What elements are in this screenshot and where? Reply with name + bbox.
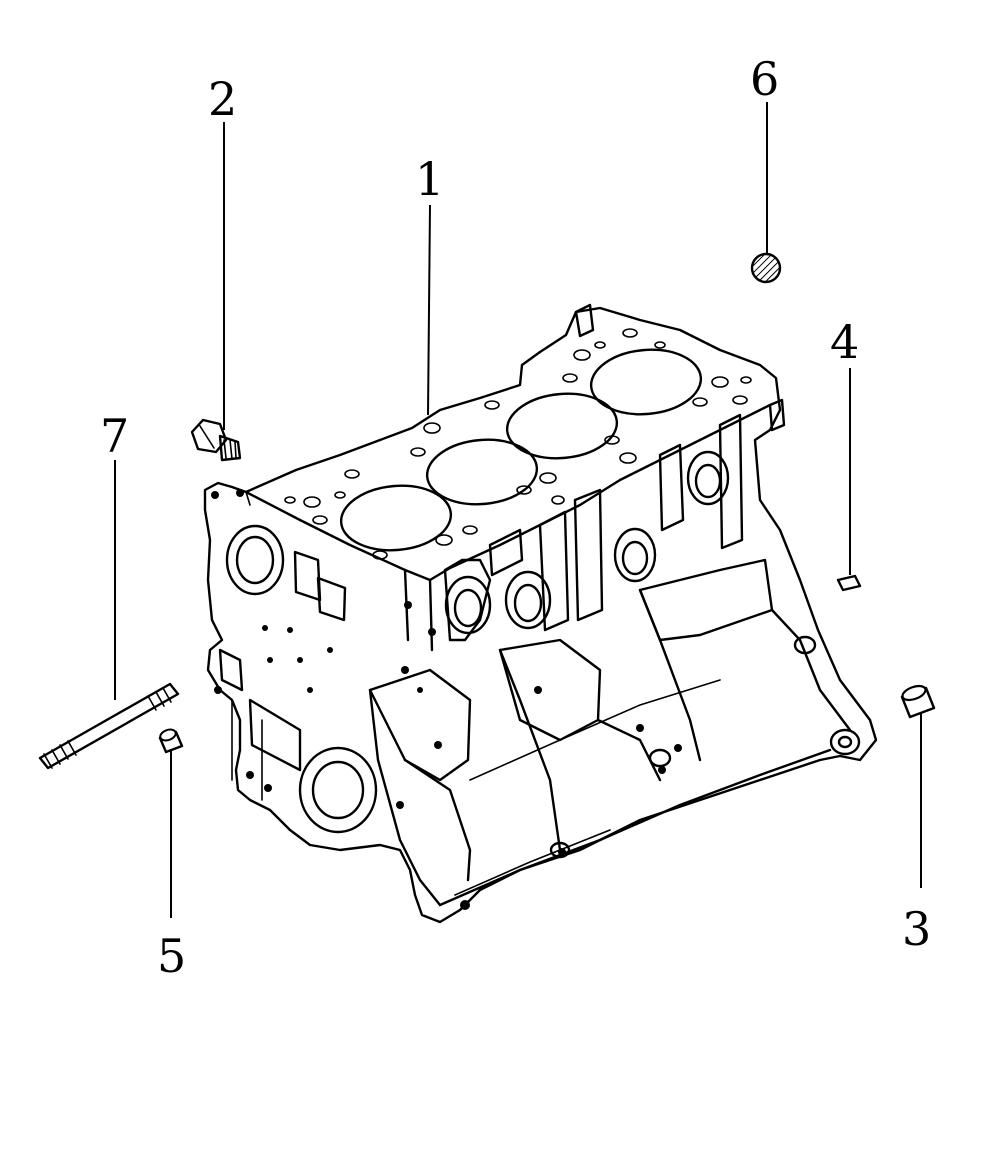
- callout-number-5: 5: [157, 929, 186, 983]
- part-2-bolt: [190, 418, 242, 462]
- part-5-pin: [158, 728, 184, 754]
- leader-lines: [114, 102, 922, 918]
- part-4-dowel: [836, 574, 862, 592]
- part-3-sleeve: [900, 684, 936, 719]
- callout-number-4: 4: [830, 315, 859, 369]
- part-6-plug: [750, 252, 782, 284]
- callout-number-3: 3: [902, 902, 931, 956]
- callout-number-7: 7: [100, 409, 129, 463]
- callout-number-6: 6: [750, 52, 779, 106]
- callout-number-1: 1: [415, 152, 444, 206]
- part-1-cylinder-block: [203, 303, 878, 924]
- callout-number-2: 2: [208, 72, 237, 126]
- part-7-stud: [38, 682, 180, 770]
